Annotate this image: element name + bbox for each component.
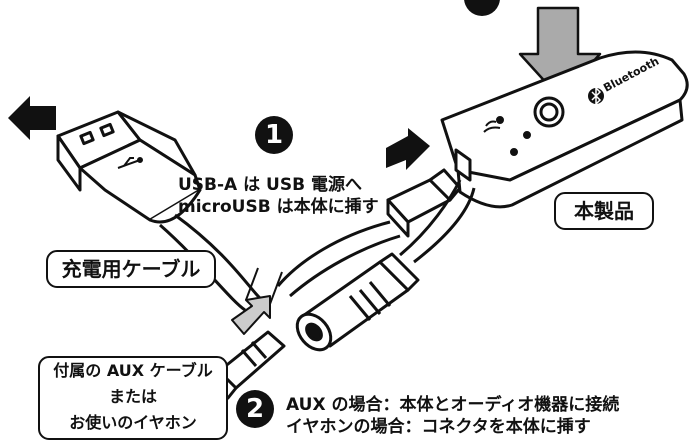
usb-symbol-icon [117,157,143,169]
usb-instruction-line2: microUSB は本体に挿す [178,197,379,217]
micro-usb-plug [386,168,462,238]
aux-jack-socket [295,252,420,352]
cropped-step-badge [464,0,500,16]
aux-cable-label-line3: お使いのイヤホン [69,413,197,432]
charging-cable-label: 充電用ケーブル [46,250,216,288]
wifi-icon [483,120,501,133]
bluetooth-icon [588,86,604,106]
aux-cable-label-line2: または [108,387,157,406]
arrow-upright-icon [231,295,271,335]
aux-cable-label-line1: 付属の AUX ケーブル [53,361,213,380]
arrow-right-icon [386,128,430,170]
usb-instruction-line1: USB-A は USB 電源へ [178,175,362,195]
arrow-left-icon [8,96,56,140]
step1-badge: 1 [255,116,293,154]
aux-instruction-line2: イヤホンの場合：コネクタを本体に挿す [286,417,591,437]
device-body [440,50,689,209]
aux-instruction-line1: AUX の場合：本体とオーディオ機器に接続 [286,395,620,415]
aux-cable-label: 付属の AUX ケーブル または お使いのイヤホン [38,356,228,440]
aux-cable [399,179,476,264]
product-label: 本製品 [554,192,654,230]
usb-a-plug [56,110,202,224]
step2-badge: 2 [236,390,274,428]
